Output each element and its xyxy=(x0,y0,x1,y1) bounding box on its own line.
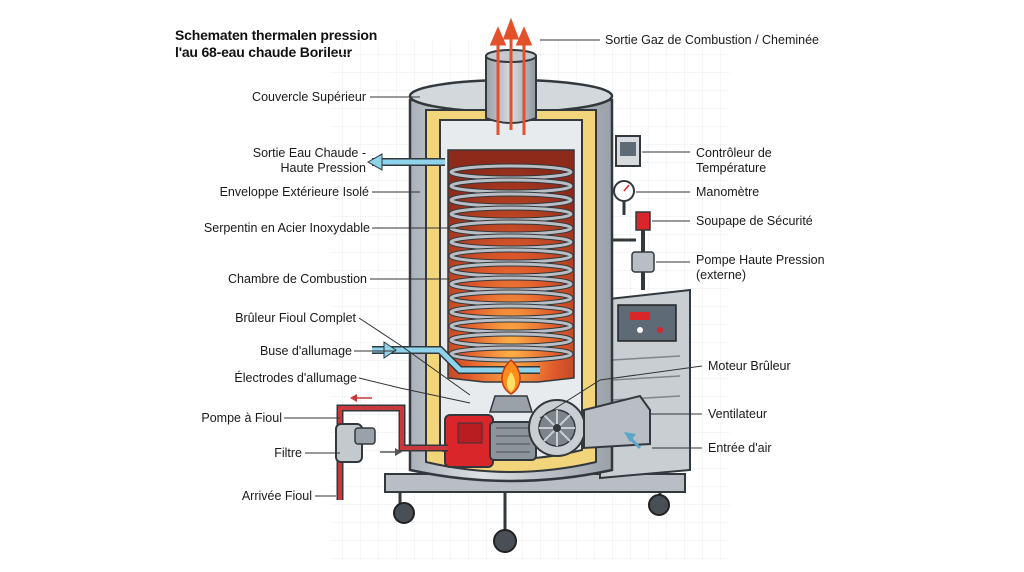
burner-unit xyxy=(444,414,537,468)
control-cabinet xyxy=(599,288,691,480)
water-inlet-pipe xyxy=(372,341,540,374)
label-moteur: Moteur Brûleur xyxy=(708,359,791,373)
label-chambre: Chambre de Combustion xyxy=(228,272,367,286)
hot-gas-arrows xyxy=(489,17,533,135)
air-intake-arrow xyxy=(624,432,642,450)
label-controleur-line1: Contrôleur de xyxy=(696,146,772,160)
label-pompe-fioul: Pompe à Fioul xyxy=(201,411,282,425)
label-ventilateur: Ventilateur xyxy=(708,407,768,421)
label-entree-air: Entrée d'air xyxy=(708,441,772,455)
gauge-icon xyxy=(613,180,635,215)
stainless-coil xyxy=(448,163,574,363)
flame-icon xyxy=(501,358,521,395)
fuel-filter xyxy=(335,423,376,463)
wheel-icon xyxy=(393,494,670,553)
label-bruleur: Brûleur Fioul Complet xyxy=(235,311,356,325)
diagram-title-line2: l'au 68-eau chaude Borileur xyxy=(175,44,352,60)
thermostat-icon xyxy=(615,135,641,167)
label-pompe-hp-line1: Pompe Haute Pression xyxy=(696,253,825,267)
label-manometre: Manomètre xyxy=(696,185,760,199)
burner-nozzle xyxy=(488,395,534,413)
label-filtre: Filtre xyxy=(274,446,302,460)
label-sortie-gaz: Sortie Gaz de Combustion / Cheminée xyxy=(605,33,819,47)
water-outlet-pipe xyxy=(366,153,445,171)
label-buse: Buse d'allumage xyxy=(259,344,352,358)
label-couvercle: Couvercle Supérieur xyxy=(252,90,366,104)
label-sortie-eau-line1: Sortie Eau Chaude - xyxy=(252,146,366,160)
valve-icon xyxy=(612,211,655,290)
label-controleur-line2: Température xyxy=(696,161,767,175)
label-enveloppe: Enveloppe Extérieure Isolé xyxy=(219,185,369,199)
leader-lines xyxy=(284,39,703,497)
label-sortie-eau-line2: Haute Pression xyxy=(280,161,366,175)
fan-icon xyxy=(528,399,586,457)
label-serpentin: Serpentin en Acier Inoxydable xyxy=(203,221,370,235)
diagram-title-line1: Schematen thermalen pression xyxy=(175,27,378,43)
label-electrodes: Électrodes d'allumage xyxy=(234,371,357,385)
label-arrivee-fioul: Arrivée Fioul xyxy=(241,489,312,503)
label-pompe-hp-line2: (externe) xyxy=(696,268,747,282)
label-soupape: Soupape de Sécurité xyxy=(696,214,813,228)
